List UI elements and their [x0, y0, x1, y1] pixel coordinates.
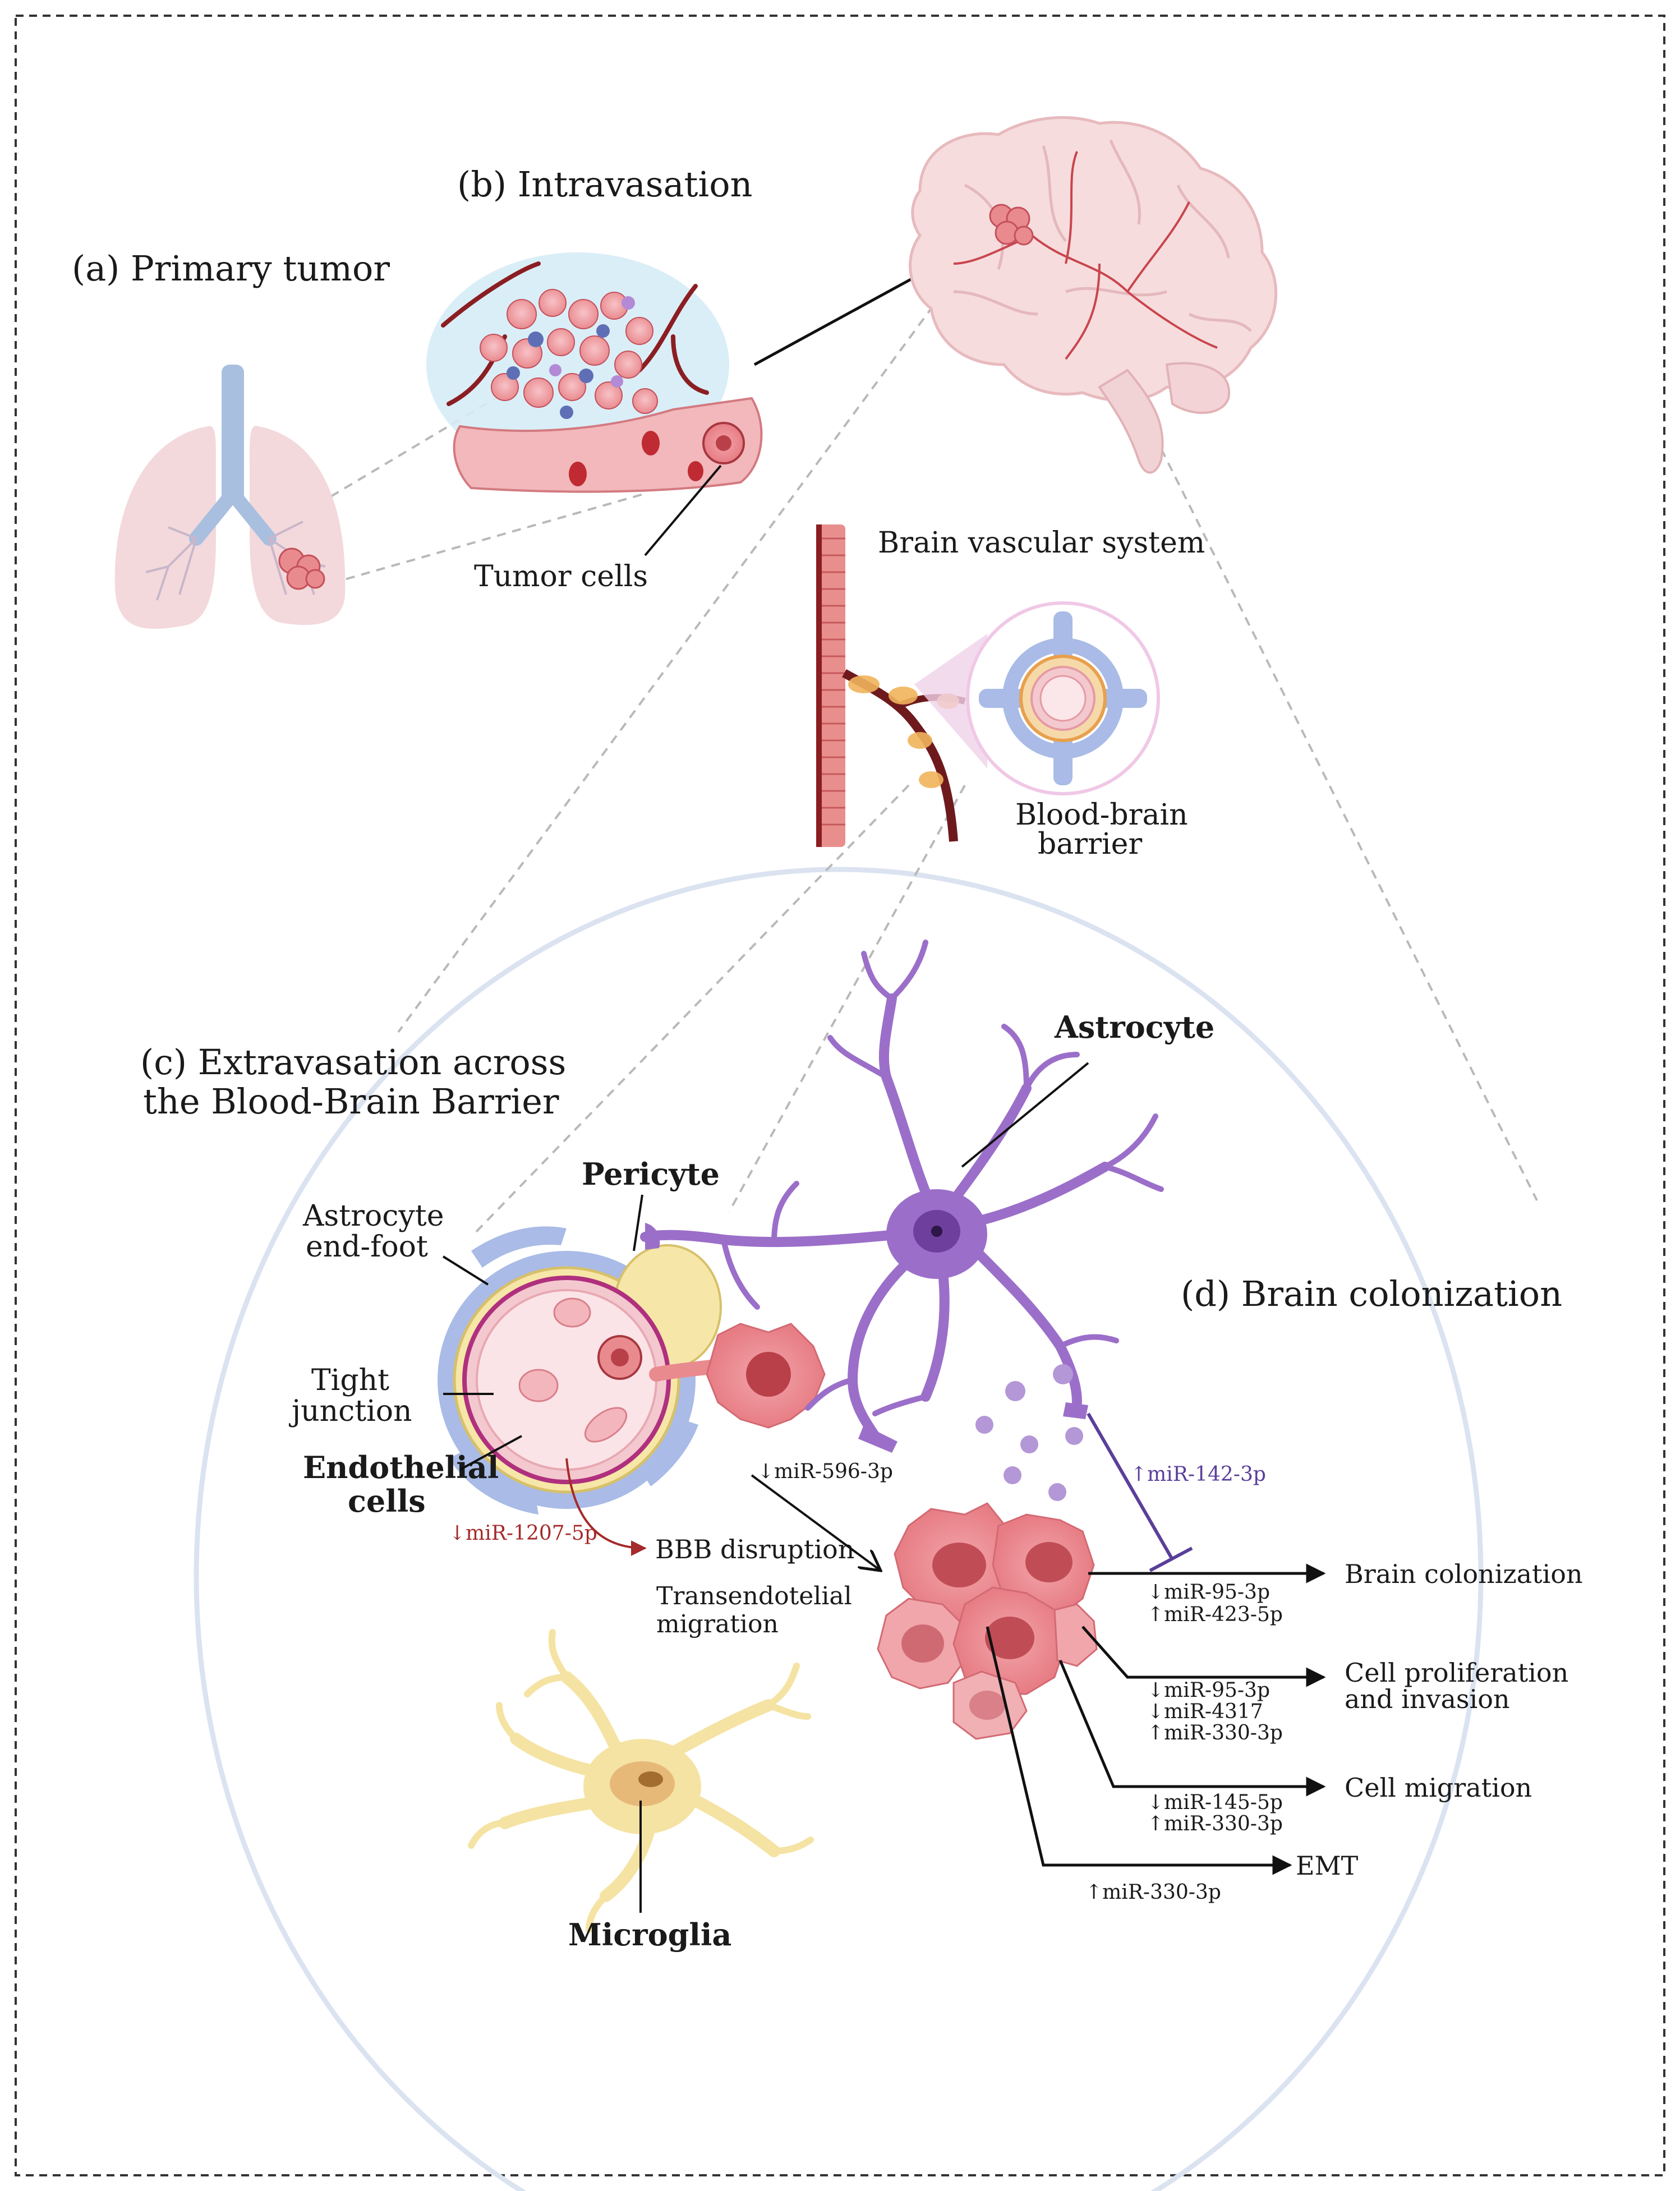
mir-142-inhibition-line: [1087, 1412, 1174, 1561]
outcome-proliferation-line1: Cell proliferation: [1345, 1658, 1568, 1688]
mir-colonization-2: ↑miR-423-5p: [1147, 1603, 1283, 1626]
astrocyte-illustration: [640, 940, 1164, 1441]
bbb-disruption-label: BBB disruption: [655, 1534, 854, 1564]
endothelial-pointer: [459, 1435, 522, 1471]
astrocyte-body: [645, 1189, 1088, 1453]
mir-142-label: ↑miR-142-3p: [1130, 1463, 1266, 1486]
mir-proliferation-1: ↓miR-95-3p: [1147, 1679, 1270, 1702]
transendothelial-arrow: [751, 1474, 881, 1571]
mir-emt-1: ↑miR-330-3p: [1085, 1881, 1221, 1904]
astrocyte-endfoot-label-line1: Astrocyte: [302, 1199, 444, 1233]
intravasation-to-brain-arrow: [753, 264, 940, 366]
pericyte-pointer: [633, 1194, 643, 1251]
tumor-cells-pointer: [644, 464, 722, 556]
bbb-label-line2: barrier: [1038, 827, 1142, 861]
microglia-illustration: [468, 1629, 814, 1933]
mir-migration-2: ↑miR-330-3p: [1147, 1812, 1283, 1835]
brain-vascular-system-label: Brain vascular system: [878, 526, 1205, 560]
outcome-emt: EMT: [1296, 1851, 1359, 1881]
panel-c-title-line2: the Blood-Brain Barrier: [143, 1081, 559, 1122]
mir-colonization-1: ↓miR-95-3p: [1147, 1581, 1270, 1604]
brain-tumor: [989, 204, 1034, 246]
transendothelial-label-line2: migration: [656, 1610, 779, 1638]
bbb-vessel-illustration: [438, 1226, 826, 1515]
mir-proliferation-2: ↓miR-4317: [1147, 1700, 1263, 1723]
panel-c-title-line1: (c) Extravasation across: [140, 1042, 566, 1083]
tight-junction-label-line2: junction: [289, 1394, 412, 1428]
mir-proliferation-3: ↑miR-330-3p: [1147, 1722, 1283, 1744]
transendothelial-label-line1: Transendotelial: [656, 1582, 852, 1610]
lungs-illustration: [114, 365, 346, 629]
tight-junction-label-line1: Tight: [311, 1364, 389, 1397]
panel-d-title: (d) Brain colonization: [1181, 1273, 1562, 1314]
mir-migration-1: ↓miR-145-5p: [1147, 1791, 1283, 1814]
bbb-label-line1: Blood-brain: [1015, 798, 1188, 832]
panel-b-title: (b) Intravasation: [457, 164, 753, 205]
brain-illustration: [909, 116, 1278, 474]
bbb-cross-section: [966, 601, 1160, 795]
panel-a-title: (a) Primary tumor: [72, 248, 390, 289]
mir-1207-label: ↓miR-1207-5p: [449, 1522, 597, 1545]
outcome-brain-colonization: Brain colonization: [1345, 1559, 1583, 1589]
endothelial-label-line1: Endothelial: [303, 1449, 499, 1485]
primary-tumor: [278, 547, 325, 590]
pericyte-label: Pericyte: [582, 1156, 720, 1192]
dashed-frame: [15, 15, 1665, 2176]
outcome-cell-migration: Cell migration: [1345, 1773, 1532, 1803]
astrocyte-endfoot-pointer: [442, 1255, 489, 1286]
colonization-oval: [194, 867, 1484, 2191]
intravasation-illustration: [426, 252, 763, 493]
microglia-label: Microglia: [568, 1917, 731, 1953]
tumor-cells-label: Tumor cells: [474, 560, 648, 593]
astrocyte-pointer: [961, 1062, 1089, 1168]
brain-vessel-illustration: [816, 524, 1160, 847]
mir-142-inhibition-bar: [1149, 1546, 1193, 1572]
mir-596-label: ↓miR-596-3p: [757, 1460, 893, 1483]
astrocyte-label: Astrocyte: [1054, 1009, 1214, 1045]
bbb-disruption-arrow: [565, 1458, 647, 1556]
astrocyte-endfoot-label-line2: end-foot: [306, 1230, 428, 1264]
outcome-proliferation-line2: and invasion: [1345, 1684, 1510, 1714]
endothelial-label-line2: cells: [348, 1483, 426, 1519]
tumor-cell-cluster: [877, 1502, 1098, 1740]
zoom-guide-lines: [330, 254, 1538, 1235]
outcome-arrows: [986, 1563, 1326, 1875]
